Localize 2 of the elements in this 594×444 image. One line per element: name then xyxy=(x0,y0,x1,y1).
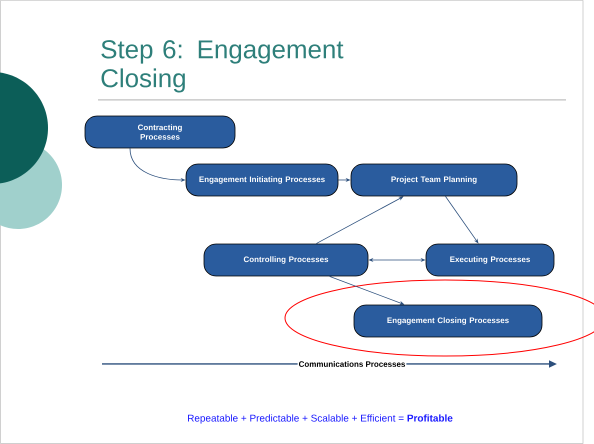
title: Step 6: Engagement Closing xyxy=(101,40,344,93)
formula-text: Repeatable + Predictable + Scalable + Efficient = Profitable xyxy=(188,414,452,424)
